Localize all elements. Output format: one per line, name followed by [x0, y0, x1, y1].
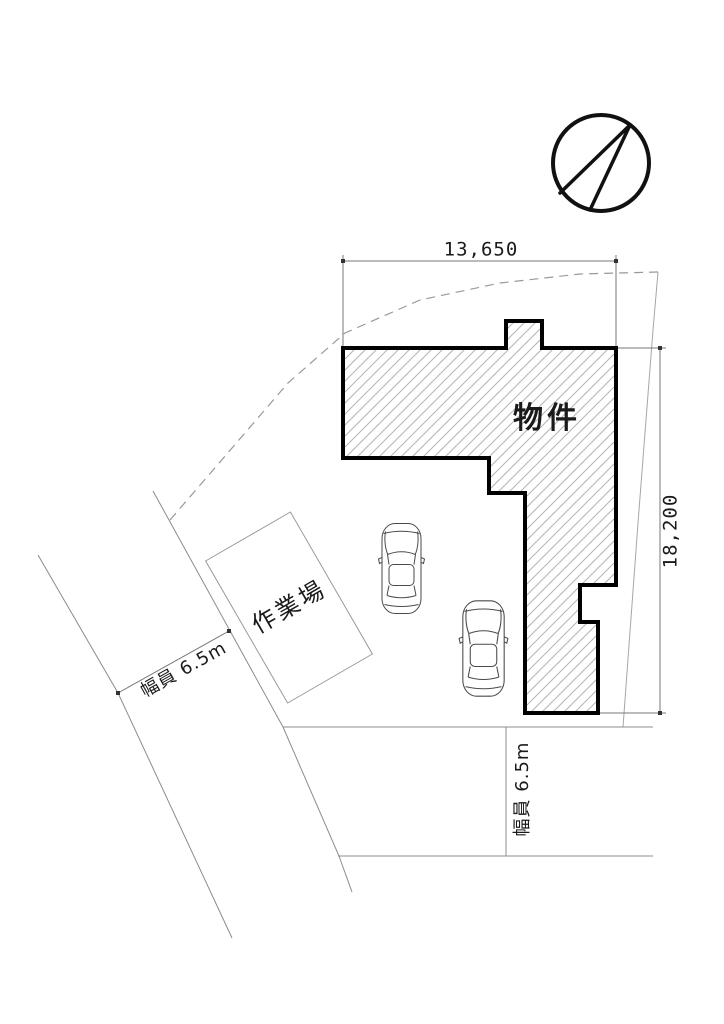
car-top-view-2 — [458, 600, 509, 697]
left-road-west-edge — [37, 554, 233, 939]
right-boundary-line — [622, 271, 659, 728]
building-label: 物件 — [513, 401, 581, 436]
dimension-left-road-width — [116, 629, 231, 695]
building-outline — [341, 319, 618, 715]
dimension-right-depth — [600, 346, 666, 715]
dimension-right-depth-label: 18,200 — [659, 493, 682, 569]
car-top-view-1 — [378, 523, 425, 614]
dashed-boundary-curve — [169, 271, 659, 521]
north-arrow-icon — [551, 113, 651, 213]
left-road-east-edge — [152, 490, 353, 893]
dimension-top-width — [341, 255, 618, 347]
dimension-top-width-label: 13,650 — [443, 238, 519, 261]
workshop-outline — [204, 511, 374, 704]
bottom-road-width-label: 幅員 6.5m — [512, 741, 533, 837]
